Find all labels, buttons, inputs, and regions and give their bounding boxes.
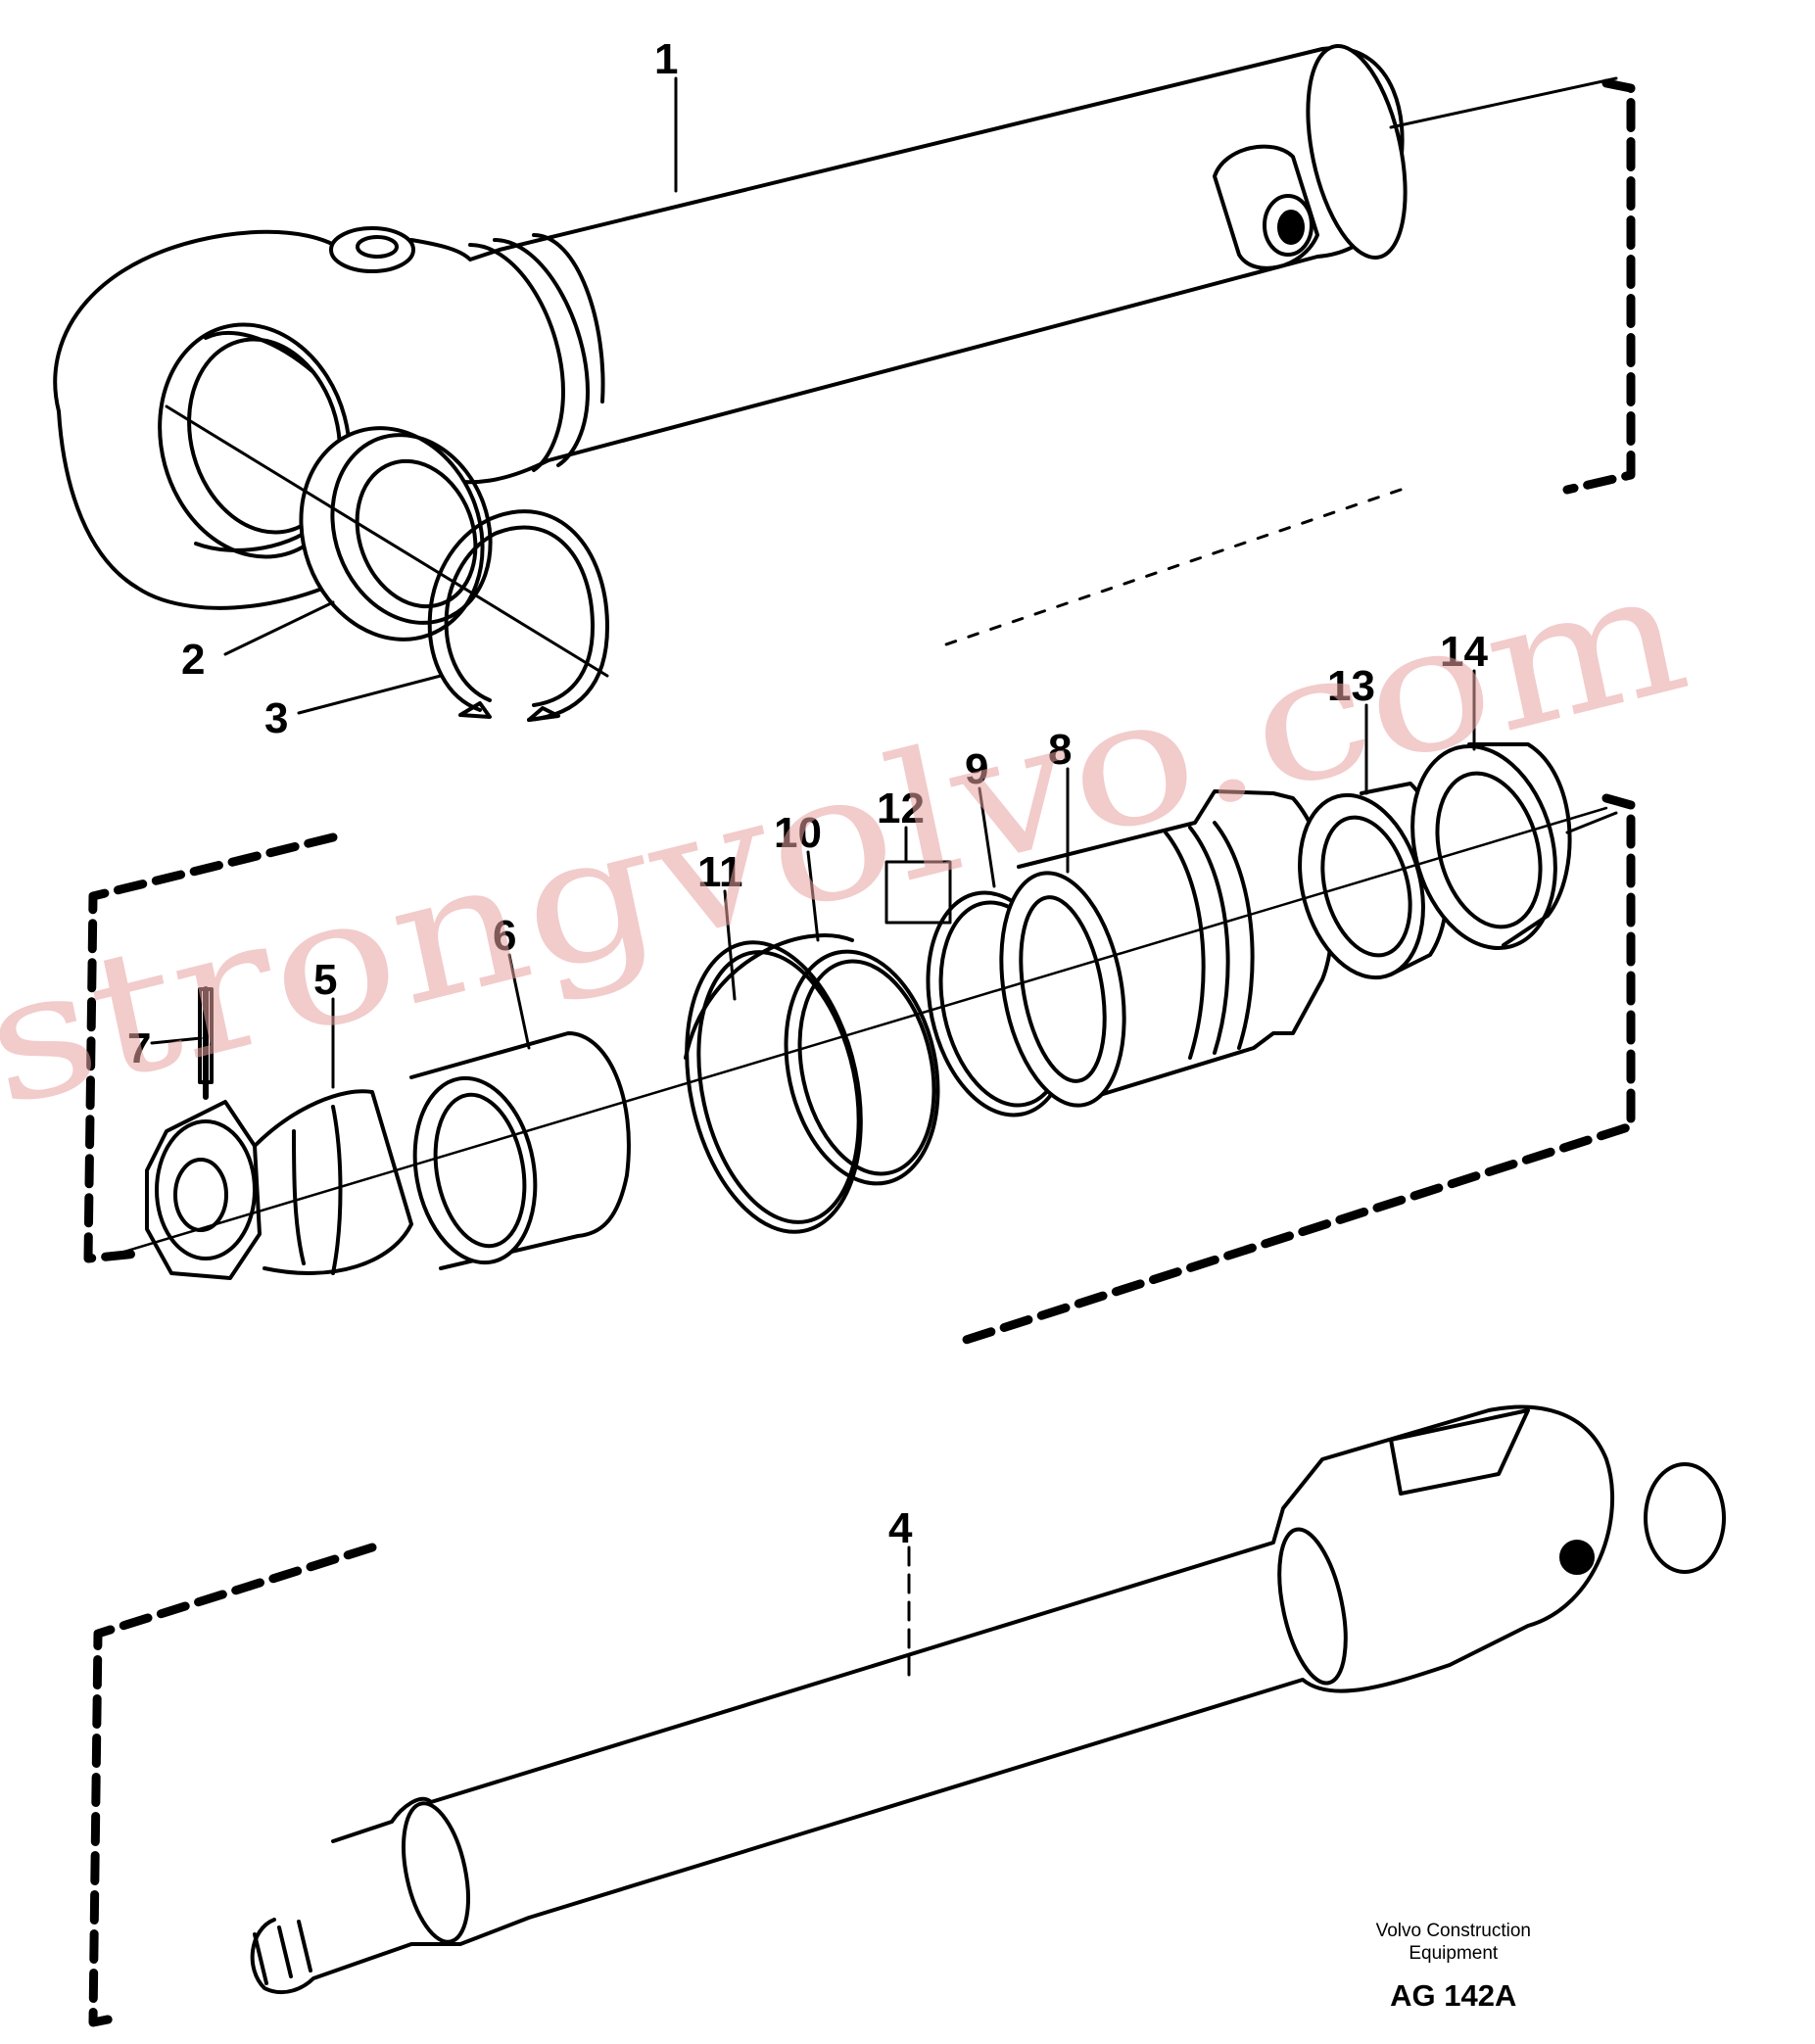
cylinder-tube — [53, 43, 1618, 610]
callout-5: 5 — [313, 956, 337, 1004]
frame-cylinder-group — [938, 78, 1636, 648]
seal-rings — [684, 890, 1073, 1234]
caption-line1: Volvo Construction — [1375, 1921, 1531, 1941]
circlip — [165, 404, 609, 722]
caption-line2: Equipment — [1409, 1943, 1499, 1964]
drawing-code: AG 142A — [1390, 1978, 1517, 2013]
drawing-caption: Volvo Construction Equipment AG 142A — [1376, 1920, 1531, 2014]
callout-4: 4 — [888, 1504, 913, 1552]
callout-14: 14 — [1440, 628, 1488, 676]
callout-13: 13 — [1327, 662, 1375, 710]
callout-1: 1 — [654, 35, 678, 83]
guide-ring — [409, 1031, 631, 1270]
callout-11: 11 — [697, 848, 743, 896]
callout-8: 8 — [1048, 726, 1072, 774]
piston-axis-line — [116, 806, 1608, 1256]
callout-9: 9 — [965, 745, 988, 793]
callout-10: 10 — [774, 809, 822, 857]
callout-12: 12 — [877, 784, 925, 832]
piston-nut — [145, 986, 413, 1280]
callout-6: 6 — [493, 912, 516, 960]
leader-lines — [150, 76, 1476, 1687]
callout-2: 2 — [181, 636, 205, 684]
piston-rod — [250, 1404, 1726, 1995]
frame-piston-group — [83, 793, 1636, 1347]
piston — [999, 789, 1334, 1108]
callout-7: 7 — [127, 1024, 151, 1072]
callout-labels: 1 2 3 4 5 6 7 8 9 10 11 12 13 14 — [127, 35, 1488, 1552]
rod-wiper — [1410, 742, 1618, 951]
frame-rod-group — [88, 1543, 377, 2027]
callout-3: 3 — [264, 694, 288, 742]
